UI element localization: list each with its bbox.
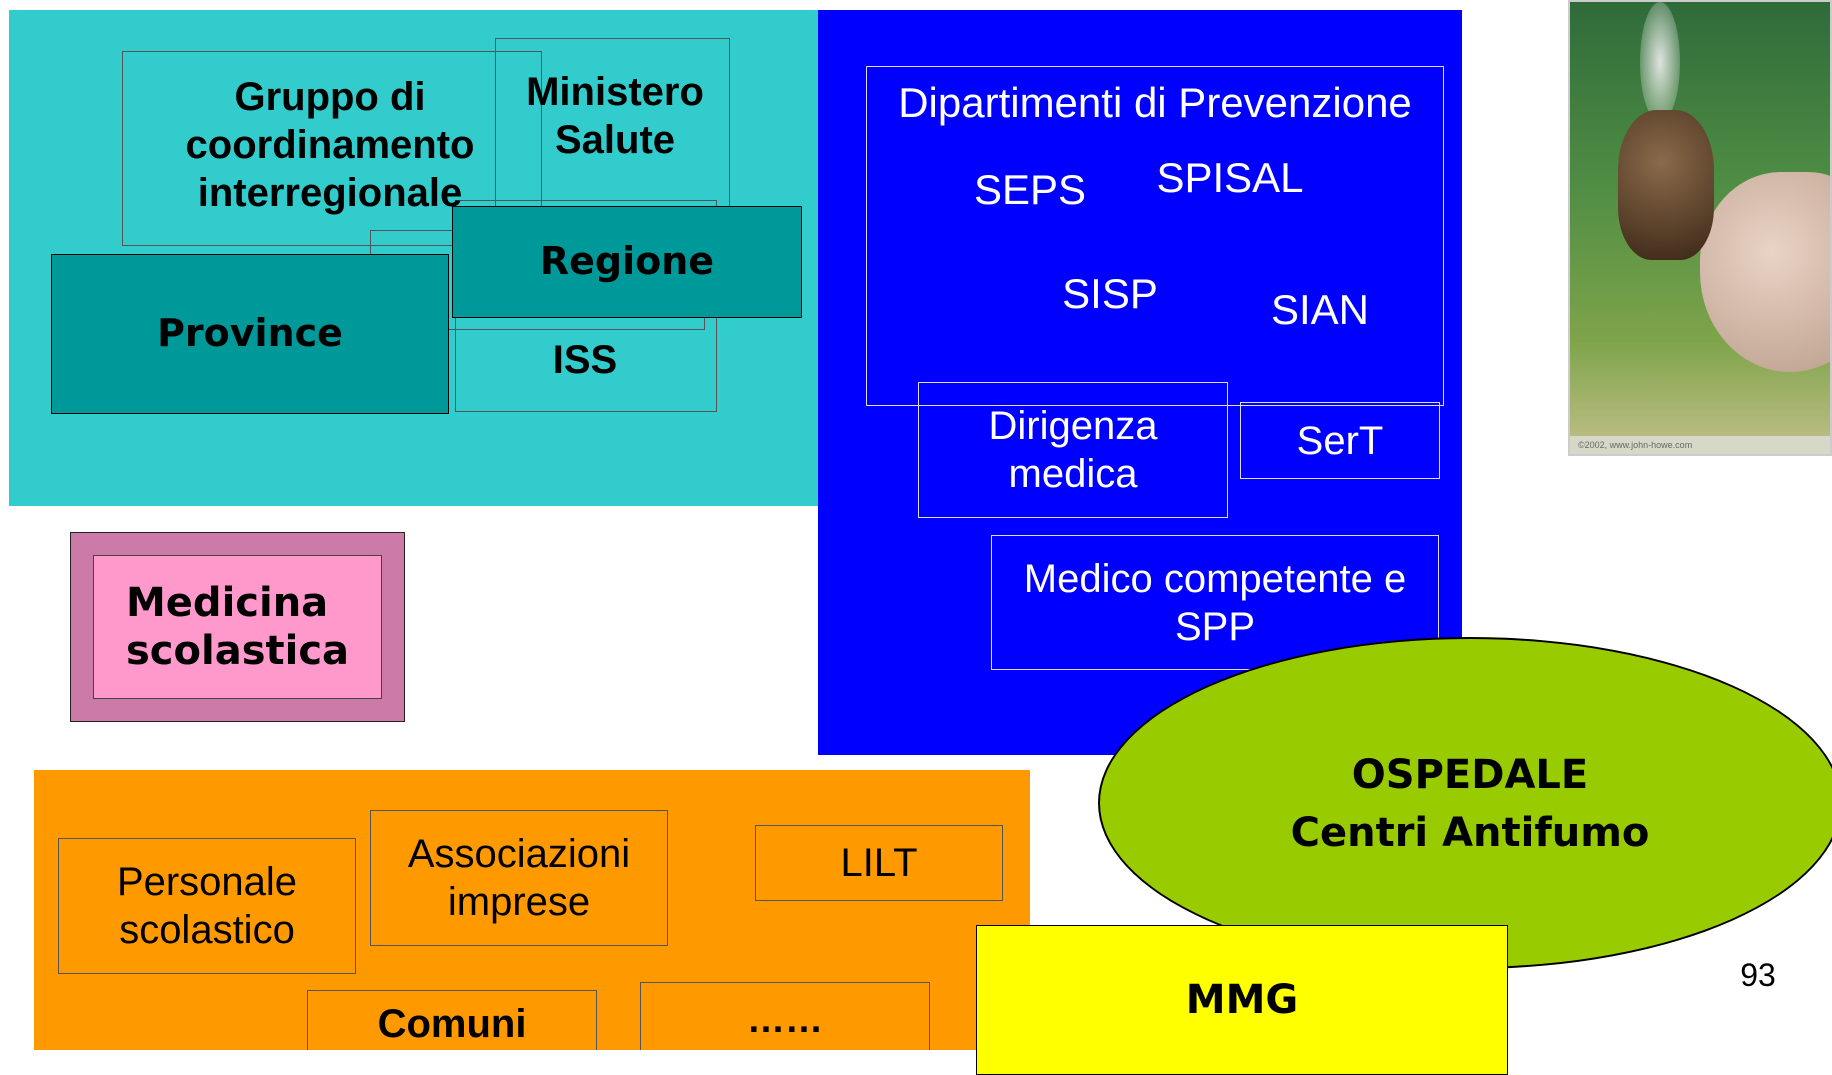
sisp-label: SISP [1062,269,1158,317]
iss-label: ISS [552,338,618,382]
comuni-box: Comuni [307,990,597,1050]
smoke-shape [1640,2,1680,122]
gruppo-label: Gruppo di coordinamento interregionale [185,75,475,215]
associazioni-box: Associazioni imprese [370,810,668,946]
ministero-label: Ministero Salute [526,70,704,162]
photo-caption: ©2002, www.john-howe.com [1570,436,1830,454]
province-box: Province [51,254,449,414]
orange-panel [34,770,1030,1050]
dipartimenti-label: Dipartimenti di Prevenzione [898,78,1412,126]
dipartimenti-box [866,66,1444,406]
mmg-box: MMG [976,925,1508,1075]
gruppo-box [122,51,542,246]
pipe-photo: ©2002, www.john-howe.com [1568,0,1832,456]
hand-shape [1700,172,1830,372]
lilt-box: LILT [755,825,1003,901]
sian-label: SIAN [1270,285,1370,333]
dirigenza-box: Dirigenza medica [918,382,1228,518]
ospedale-label: OSPEDALE [1351,752,1589,798]
medico-box: Medico competente e SPP [991,535,1439,670]
spisal-label: SPISAL [1156,153,1304,201]
page-number: 93 [1740,956,1776,993]
personale-box: Personale scolastico [58,838,356,974]
sert-box: SerT [1240,402,1440,479]
ospedale-ellipse [1098,637,1832,969]
pipe-bowl-shape [1618,110,1714,260]
regione-box: Regione [452,206,802,318]
medicina-box: Medicina scolastica [93,555,382,699]
ellipsis-box: …… [640,982,930,1050]
centri-label: Centri Antifumo [1290,810,1650,856]
seps-label: SEPS [973,165,1087,213]
